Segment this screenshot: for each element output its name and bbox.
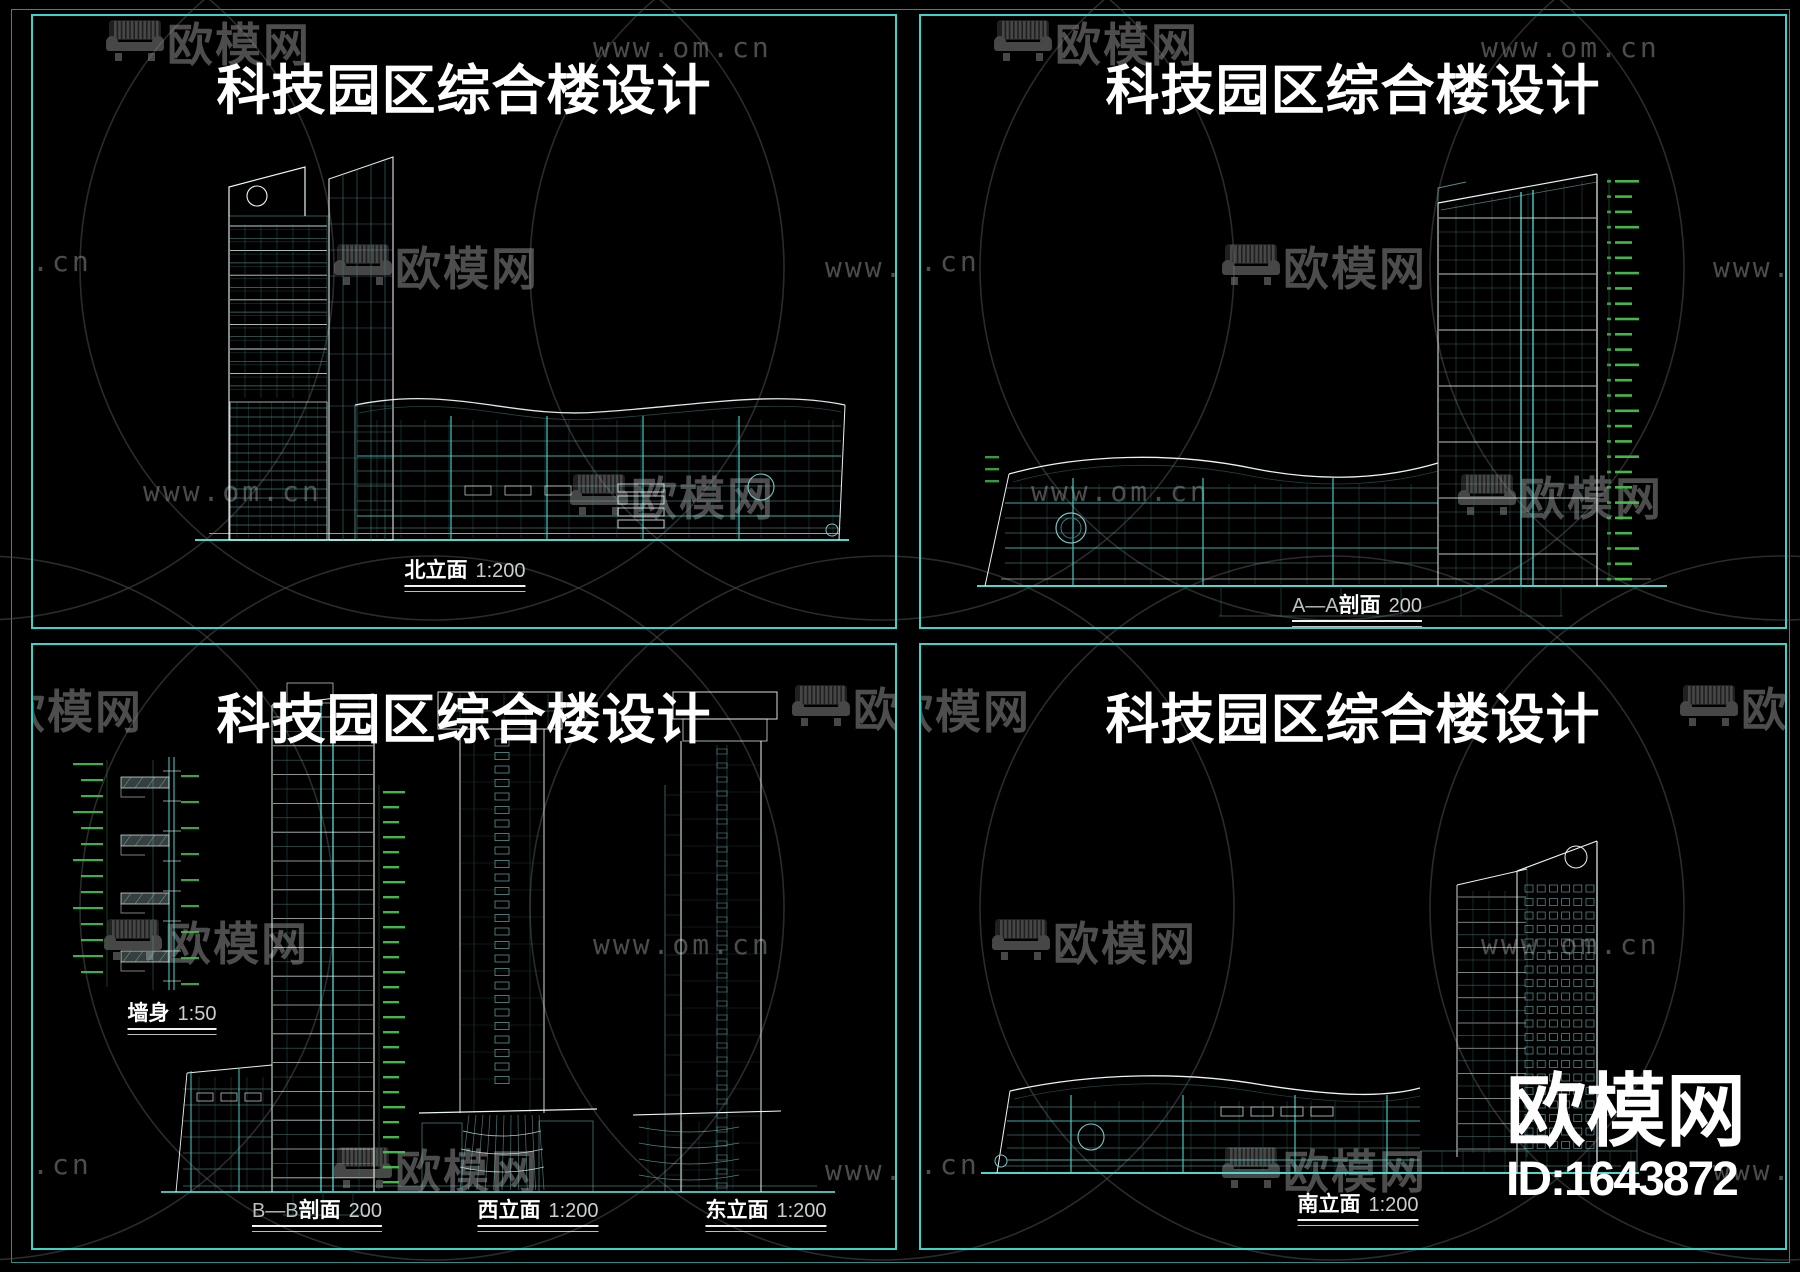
caption-underline [705,1225,827,1232]
caption-label: 剖面 [1338,594,1381,617]
caption-south-elevation: 南立面 1:200 [1297,1193,1419,1226]
caption-east-elevation: 东立面 1:200 [705,1199,827,1232]
caption-section-bb: B—B剖面 200 [251,1199,383,1232]
caption-label: 东立面 [705,1199,769,1222]
brand-id: ID:1643872 [1506,1153,1739,1206]
caption-underline [251,1225,383,1232]
caption-scale: 200 [348,1200,383,1222]
caption-west-elevation: 西立面 1:200 [477,1199,599,1232]
caption-prefix: B—B [251,1200,299,1222]
caption-section-aa: A—A剖面 200 [1291,594,1423,627]
caption-wall-detail: 墙身 1:50 [127,1002,217,1035]
panel-title: 科技园区综合楼设计 [216,690,712,750]
caption-label: 剖面 [298,1199,341,1222]
panel-title: 科技园区综合楼设计 [1105,61,1601,121]
caption-scale: 1:200 [776,1200,827,1222]
caption-scale: 1:50 [177,1003,217,1025]
caption-prefix: A—A [1291,595,1339,617]
brand-stamp: 欧模网 ID:1643872 [1506,1072,1746,1204]
panel-title: 科技园区综合楼设计 [1105,690,1601,750]
caption-label: 北立面 [404,559,468,582]
caption-label: 墙身 [127,1002,170,1025]
caption-north-elevation: 北立面 1:200 [404,559,526,592]
caption-scale: 200 [1388,595,1423,617]
brand-logo-text: 欧模网 [1506,1067,1746,1156]
panel-title: 科技园区综合楼设计 [216,61,712,121]
caption-scale: 1:200 [475,560,526,582]
caption-label: 西立面 [477,1199,541,1222]
caption-scale: 1:200 [1368,1194,1419,1216]
caption-underline [477,1225,599,1232]
caption-underline [1297,1219,1419,1226]
caption-label: 南立面 [1297,1193,1361,1216]
caption-underline [127,1028,217,1035]
caption-underline [404,585,526,592]
caption-underline [1291,620,1423,627]
caption-scale: 1:200 [548,1200,599,1222]
